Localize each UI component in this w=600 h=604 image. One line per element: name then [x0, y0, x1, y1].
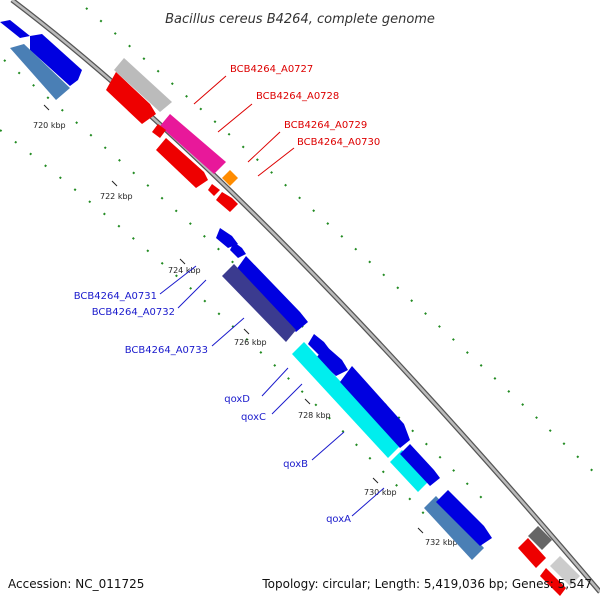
gene-label-a0729[interactable]: BCB4264_A0729: [284, 120, 367, 131]
gene-feature-7[interactable]: [152, 124, 166, 138]
gene-feature-25[interactable]: [518, 538, 546, 568]
leader-line-a0732: [177, 279, 207, 309]
dotted-tracks: [0, 7, 600, 521]
tick-label-732: 732 kbp: [425, 538, 458, 547]
blue-gene-labels: BCB4264_A0731 BCB4264_A0732 BCB4264_A073…: [74, 291, 351, 525]
gene-label-a0731[interactable]: BCB4264_A0731: [74, 291, 157, 302]
leader-line-a0730: [257, 147, 295, 177]
gene-feature-4[interactable]: [114, 58, 172, 112]
tick-label-730: 730 kbp: [364, 488, 397, 497]
gene-feature-9[interactable]: [222, 170, 238, 186]
gene-feature-12[interactable]: [216, 228, 238, 248]
gene-features: [0, 20, 580, 596]
leader-line-a0733: [211, 317, 245, 347]
leader-line-a0728: [217, 103, 253, 133]
gene-feature-19[interactable]: [340, 366, 410, 448]
gene-label-a0730[interactable]: BCB4264_A0730: [297, 137, 380, 148]
gene-feature-2[interactable]: [30, 34, 82, 86]
tick-mark-730: [372, 477, 379, 484]
gene-feature-27[interactable]: [540, 568, 566, 596]
tick-mark-722: [111, 180, 118, 187]
gene-feature-21[interactable]: [400, 444, 440, 486]
leader-line-a0727: [193, 75, 227, 105]
gene-feature-10[interactable]: [208, 184, 220, 196]
tick-label-726: 726 kbp: [234, 338, 267, 347]
gene-label-qoxb[interactable]: qoxB: [283, 459, 308, 470]
leader-line-qoxd: [261, 367, 289, 397]
gene-feature-18[interactable]: [292, 342, 400, 458]
gene-label-a0732[interactable]: BCB4264_A0732: [92, 307, 175, 318]
leader-line-qoxa: [351, 487, 385, 517]
gene-feature-11[interactable]: [216, 192, 238, 212]
gene-feature-6[interactable]: [160, 114, 226, 174]
gene-feature-23[interactable]: [436, 490, 492, 546]
leader-line-a0731: [159, 265, 197, 295]
leader-line-qoxb: [311, 431, 345, 461]
tick-label-720: 720 kbp: [33, 121, 66, 130]
tick-mark-724: [179, 258, 186, 265]
tick-mark-732: [417, 527, 424, 534]
leader-line-a0729: [247, 131, 281, 163]
tick-mark-728: [304, 398, 311, 405]
gene-label-qoxa[interactable]: qoxA: [326, 514, 351, 525]
tick-label-724: 724 kbp: [168, 266, 201, 275]
leader-line-qoxc: [271, 383, 303, 415]
red-gene-labels: BCB4264_A0727 BCB4264_A0728 BCB4264_A072…: [230, 64, 380, 148]
red-leader-lines: [193, 75, 295, 177]
gene-feature-3[interactable]: [10, 44, 70, 100]
tick-mark-726: [243, 328, 250, 335]
accession-text: Accession: NC_011725: [8, 577, 144, 591]
gene-feature-15[interactable]: [222, 264, 296, 342]
gene-feature-26[interactable]: [550, 556, 580, 586]
summary-text: Topology: circular; Length: 5,419,036 bp…: [261, 577, 592, 591]
gene-feature-13[interactable]: [230, 242, 246, 258]
gene-feature-17[interactable]: [316, 346, 348, 376]
gene-feature-20[interactable]: [390, 450, 430, 492]
gene-label-a0733[interactable]: BCB4264_A0733: [125, 345, 208, 356]
gene-label-qoxd[interactable]: qoxD: [224, 394, 250, 405]
tick-labels: 720 kbp 722 kbp 724 kbp 726 kbp 728 kbp …: [33, 121, 458, 547]
gene-label-a0728[interactable]: BCB4264_A0728: [256, 91, 339, 102]
backbone: [10, 0, 600, 594]
tick-mark-720: [43, 104, 50, 111]
blue-leader-lines: [159, 265, 385, 517]
gene-label-qoxc[interactable]: qoxC: [241, 412, 266, 423]
gene-feature-24[interactable]: [528, 526, 552, 550]
gene-feature-14[interactable]: [236, 256, 308, 332]
gene-feature-5[interactable]: [106, 72, 156, 124]
gene-feature-1[interactable]: [0, 20, 30, 38]
tick-marks: [43, 104, 424, 534]
map-title: Bacillus cereus B4264, complete genome: [165, 12, 435, 27]
tick-label-722: 722 kbp: [100, 192, 133, 201]
gene-label-a0727[interactable]: BCB4264_A0727: [230, 64, 313, 75]
gene-feature-22[interactable]: [424, 496, 484, 560]
tick-label-728: 728 kbp: [298, 411, 331, 420]
gene-feature-8[interactable]: [156, 138, 208, 188]
